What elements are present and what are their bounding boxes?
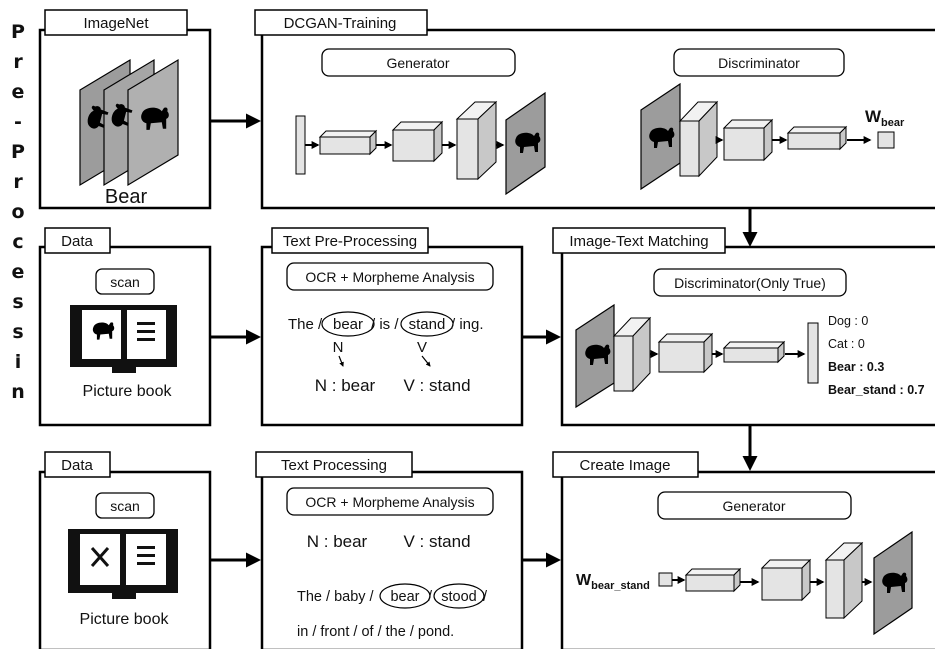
- scan-pill: scan: [110, 274, 140, 290]
- rows-middle-text-preprocessing-tag2: V: [417, 339, 427, 356]
- side-label-char: e: [12, 81, 25, 103]
- picture-book-caption: Picture book: [83, 383, 173, 400]
- rows-bottom-text-processing-pill: OCR + Morpheme Analysis: [305, 494, 474, 510]
- rows-bottom-create-input-main: W: [576, 572, 592, 589]
- rows-bottom-text-processing-line1-p2: /: [428, 589, 433, 605]
- dcgan-title: DCGAN-Training: [284, 15, 397, 32]
- rows-middle-text-preprocessing-result1: N : bear: [315, 376, 376, 395]
- side-label-char: i: [15, 351, 22, 373]
- text-preprocessing-title: Text Pre-Processing: [283, 233, 417, 250]
- side-label: P r e - P r o c e s s i n: [11, 21, 25, 403]
- rows-middle-text-preprocessing-sentence-w2: stand: [409, 316, 446, 333]
- create-image-panel: Create Image Generator Wbear_stand: [552, 451, 935, 649]
- side-label-char: P: [11, 21, 25, 43]
- discriminator-only-true-pill: Discriminator(Only True): [674, 275, 826, 291]
- rows-bottom-text-processing-line1-w1: bear: [390, 589, 419, 605]
- rows-bottom-create-title: Create Image: [580, 457, 671, 474]
- rows-bottom-text-processing-line1-w2: stood: [441, 589, 476, 605]
- side-label-char: e: [12, 261, 25, 283]
- side-label-char: c: [12, 231, 23, 253]
- side-label-char: r: [13, 171, 23, 193]
- rows-middle-text-preprocessing-result2: V : stand: [403, 376, 470, 395]
- side-label-char: s: [12, 291, 23, 313]
- side-label-char: r: [13, 51, 23, 73]
- rows-bottom-text-processing-result2: V : stand: [403, 532, 470, 551]
- text-preprocessing-panel: Text Pre-Processing OCR + Morpheme Analy…: [260, 227, 524, 427]
- score-cat: Cat : 0: [828, 337, 865, 351]
- rows-middle-text-preprocessing-sentence-w1: bear: [333, 316, 363, 333]
- side-label-char: n: [11, 381, 25, 403]
- ocr-pill: OCR + Morpheme Analysis: [305, 269, 474, 285]
- matching-title: Image-Text Matching: [569, 233, 708, 250]
- rows-bottom-create-input-sub: bear_stand: [591, 580, 650, 592]
- imagenet-caption: Bear: [105, 186, 148, 208]
- generator-pill: Generator: [386, 55, 449, 71]
- rows-bottom-text-processing-result1: N : bear: [307, 532, 368, 551]
- rows-middle-text-preprocessing-sentence-p1: The /: [288, 316, 323, 333]
- imagenet-panel: ImageNet Bear: [38, 9, 212, 210]
- rows-bottom-data-scan-label: scan: [110, 498, 140, 514]
- svg-text:Wbear: Wbear: [865, 107, 905, 129]
- rows-bottom-text-processing-line2: in / front / of / the / pond.: [297, 624, 454, 640]
- svg-text:Wbear_stand: Wbear_stand: [576, 572, 650, 592]
- rows-middle-text-preprocessing-sentence-p2: / is /: [371, 316, 399, 333]
- data-title: Data: [61, 233, 93, 250]
- text-processing-panel: Text Processing OCR + Morpheme Analysis …: [255, 451, 524, 649]
- rows-bottom-create-pill: Generator: [722, 498, 785, 514]
- score-dog: Dog : 0: [828, 314, 868, 328]
- discriminator-pill: Discriminator: [718, 55, 800, 71]
- side-label-char: -: [14, 111, 22, 133]
- w-bear-main: W: [865, 107, 882, 126]
- dcgan-panel: DCGAN-Training Generator Discriminator: [254, 9, 935, 210]
- image-text-matching-panel: Image-Text Matching Discriminator(Only T…: [552, 227, 935, 427]
- side-label-char: P: [11, 141, 25, 163]
- score-bear: Bear : 0.3: [828, 360, 884, 374]
- w-bear-sub: bear: [881, 117, 905, 129]
- side-label-char: s: [12, 321, 23, 343]
- imagenet-title: ImageNet: [83, 15, 149, 32]
- score-bear-stand: Bear_stand : 0.7: [828, 383, 925, 397]
- rows-middle-text-preprocessing-sentence-p3: / ing.: [451, 316, 484, 333]
- data-panel-middle: Data scan Picture book: [38, 227, 212, 427]
- rows-bottom-text-processing-title: Text Processing: [281, 457, 387, 474]
- side-label-char: o: [11, 201, 24, 223]
- data-panel-bottom: Data scan Picture book: [38, 451, 212, 649]
- rows-bottom-data-title: Data: [61, 457, 93, 474]
- rows-bottom-text-processing-line1-p1: The / baby /: [297, 589, 375, 605]
- rows-middle-text-preprocessing-tag1: N: [333, 339, 344, 356]
- rows-bottom-text-processing-line1-p3: /: [483, 589, 488, 605]
- rows-bottom-data-caption: Picture book: [80, 611, 170, 628]
